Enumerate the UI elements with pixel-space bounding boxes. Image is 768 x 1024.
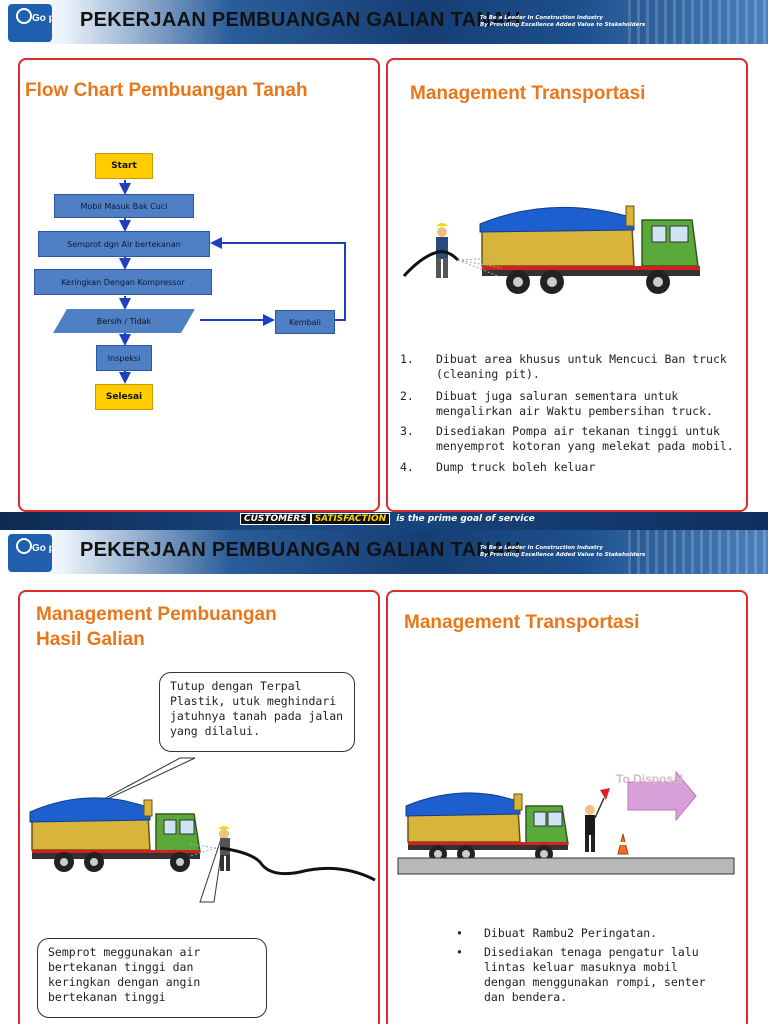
slogan-rest: is the prime goal of service	[396, 514, 535, 524]
disposal-panel: Management Pembuangan Hasil Galian	[18, 590, 380, 1024]
flow-end: Selesai	[95, 384, 153, 410]
slide-1: Go public PEKERJAAN PEMBUANGAN GALIAN TA…	[0, 0, 768, 530]
bullet-dot: •	[456, 945, 463, 959]
list-text: Dibuat juga saluran sementara untuk meng…	[436, 389, 713, 418]
dump-truck-spray-illustration	[29, 757, 376, 903]
flow-step-keringkan: Keringkan Dengan Kompressor	[34, 269, 212, 295]
flow-decision-label: Bersih / Tidak	[96, 316, 152, 326]
header-tagline: To Be a Leader In Construction Industry …	[480, 545, 645, 559]
list-text: Dibuat area khusus untuk Mencuci Ban tru…	[436, 352, 727, 381]
flow-step-mobil-masuk: Mobil Masuk Bak Cuci	[54, 194, 194, 218]
slogan-word: SATISFACTION	[310, 513, 391, 525]
list-text: Disediakan Pompa air tekanan tinggi untu…	[436, 424, 734, 453]
bullet-dot: •	[456, 926, 463, 940]
tagline-line: By Providing Excellence Added Value to S…	[480, 22, 646, 28]
panel-title: Management Transportasi	[410, 83, 646, 104]
list-item: • Disediakan tenaga pengatur lalu lintas…	[456, 945, 736, 1009]
list-item: • Dibuat Rambu2 Peringatan.	[456, 926, 736, 942]
header-tagline: To Be a Leader In Construction Industry …	[480, 15, 645, 29]
slogan-word: CUSTOMERS	[240, 513, 311, 525]
list-number: 3.	[400, 424, 414, 438]
bullet-text: Dibuat Rambu2 Peringatan.	[484, 926, 658, 940]
page-title: PEKERJAAN PEMBUANGAN GALIAN TANAH	[80, 539, 521, 561]
company-logo-icon: Go public	[8, 4, 52, 42]
list-item: 2. Dibuat juga saluran sementara untuk m…	[400, 389, 745, 421]
flow-loop-kembali: Kembali	[275, 310, 335, 334]
to-disposal-sign: To Disposal	[616, 772, 684, 786]
list-number: 1.	[400, 352, 414, 366]
company-logo-icon: Go public	[8, 534, 52, 572]
list-item: 4. Dump truck boleh keluar	[400, 460, 745, 476]
page-title: PEKERJAAN PEMBUANGAN GALIAN TANAH	[80, 9, 521, 31]
flow-decision: Bersih / Tidak	[53, 309, 195, 333]
panel-title: Management Transportasi	[404, 612, 640, 633]
bullet-text: Disediakan tenaga pengatur lalu lintas k…	[484, 945, 706, 1004]
transport-panel-2: Management Transportasi	[386, 590, 748, 1024]
logo-text: Go public	[32, 543, 52, 554]
traffic-control-illustration	[397, 770, 735, 875]
flow-step-semprot: Semprot dgn Air bertekanan	[38, 231, 210, 257]
slide-2: Go public PEKERJAAN PEMBUANGAN GALIAN TA…	[0, 530, 768, 1024]
callout-spray: Semprot meggunakan air bertekanan tinggi…	[37, 938, 267, 1018]
panel-title: Flow Chart Pembuangan Tanah	[25, 80, 308, 101]
tagline-line: To Be a Leader In Construction Industry	[480, 15, 603, 21]
panel-title: Management Pembuangan Hasil Galian	[36, 602, 277, 652]
flow-start: Start	[95, 153, 153, 179]
flow-step-inspeksi: Inspeksi	[96, 345, 152, 371]
callout-tarp: Tutup dengan Terpal Plastik, utuk meghin…	[159, 672, 355, 752]
panel-title-line: Management Pembuangan	[36, 604, 277, 625]
logo-text: Go public	[32, 13, 52, 24]
list-text: Dump truck boleh keluar	[436, 460, 596, 474]
list-item: 3. Disediakan Pompa air tekanan tinggi u…	[400, 424, 745, 456]
slide-header: Go public PEKERJAAN PEMBUANGAN GALIAN TA…	[0, 0, 768, 44]
flowchart-connectors	[119, 180, 346, 384]
slide-header: Go public PEKERJAAN PEMBUANGAN GALIAN TA…	[0, 530, 768, 574]
list-item: 1. Dibuat area khusus untuk Mencuci Ban …	[400, 352, 745, 384]
transport-panel: Management Transportasi	[386, 58, 748, 512]
panel-title-line: Hasil Galian	[36, 629, 145, 650]
truck-washing-illustration	[402, 205, 700, 294]
tagline-line: To Be a Leader In Construction Industry	[480, 545, 603, 551]
flowchart-panel: Flow Chart Pembuangan Tanah Start Mobil …	[18, 58, 380, 512]
tagline-line: By Providing Excellence Added Value to S…	[480, 552, 646, 558]
list-number: 4.	[400, 460, 414, 474]
list-number: 2.	[400, 389, 414, 403]
